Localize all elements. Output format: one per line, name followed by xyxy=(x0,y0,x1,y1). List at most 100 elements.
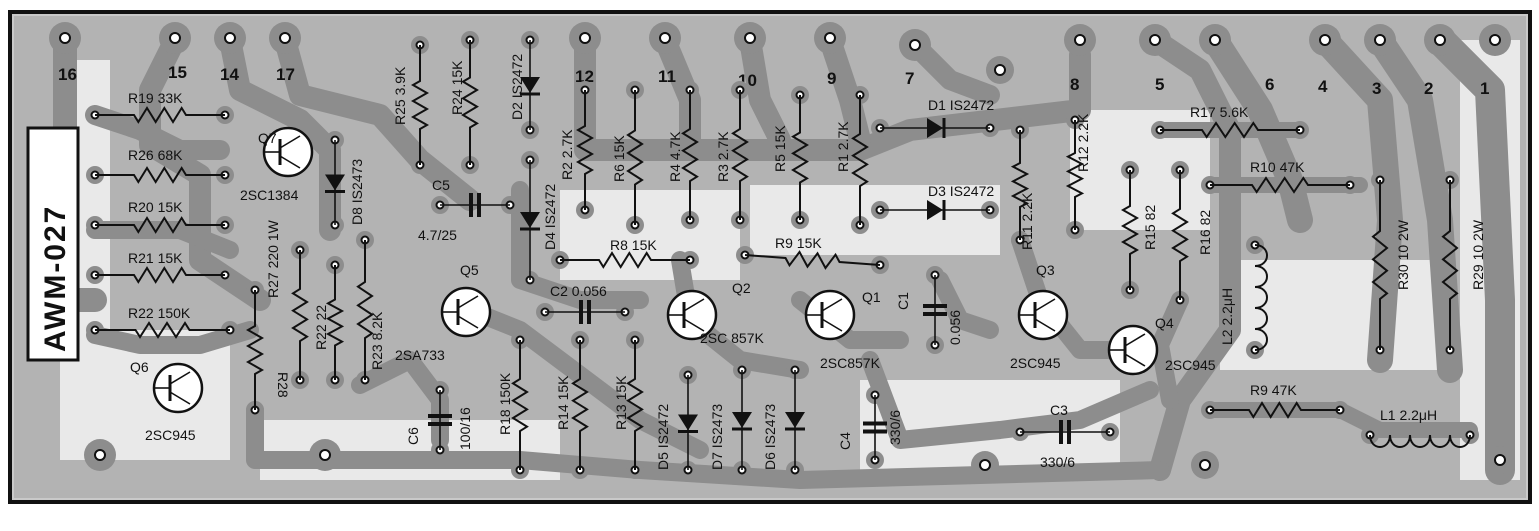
resistor-label-r9: R9 15K xyxy=(775,235,822,251)
resistor-r28: R28 xyxy=(245,290,291,410)
resistor-r2: R2 2.7K xyxy=(559,90,595,210)
resistor-label-r17: R17 5.6K xyxy=(1190,104,1249,120)
diode-label-d5: D5 IS2472 xyxy=(655,404,671,470)
transistor-label-q5: Q5 xyxy=(460,262,479,278)
resistor-r22b: R22 22 xyxy=(313,265,345,380)
transistor-label-q2: Q2 xyxy=(732,280,751,296)
connector-label-14: 14 xyxy=(220,65,239,84)
resistor-r5: R5 15K xyxy=(772,95,809,220)
diode-d1: D1 IS2472 xyxy=(880,97,994,138)
resistor-label-r16: R16 82 xyxy=(1197,210,1213,255)
diode-d7: D7 IS2473 xyxy=(709,370,752,470)
capacitor-label-c1: C1 xyxy=(895,292,911,310)
resistor-r8: R8 15K xyxy=(560,237,690,269)
resistor-label-r30: R30 10 2W xyxy=(1395,219,1411,290)
inductor-l1: L1 2.2μH xyxy=(1369,407,1471,448)
capacitor-value-c6: 100/16 xyxy=(457,407,473,450)
transistor-q2: Q2 2SC 857K xyxy=(666,280,764,346)
resistor-label-r6: R6 15K xyxy=(611,135,627,182)
capacitor-c5: C54.7/25 xyxy=(418,177,510,243)
resistor-r21: R21 15K xyxy=(95,250,225,284)
resistor-r29: R29 10 2W xyxy=(1441,180,1486,350)
capacitor-label-c2: C2 0.056 xyxy=(550,283,607,299)
resistor-r16: R16 82 xyxy=(1171,170,1213,300)
diode-d4: D4 IS2472 xyxy=(520,160,558,280)
connector-labels: 16 15 14 17 12 11 10 9 7 8 5 6 4 3 2 1 xyxy=(58,63,1489,98)
resistor-label-r21: R21 15K xyxy=(128,250,183,266)
transistor-part-q3: 2SC945 xyxy=(1010,355,1061,371)
resistor-label-r24: R24 15K xyxy=(449,60,465,115)
diode-label-d2: D2 IS2472 xyxy=(509,54,525,120)
resistor-label-r28: R28 xyxy=(275,372,291,398)
capacitor-c1: C1 0.056 xyxy=(895,275,963,345)
connector-label-1: 1 xyxy=(1480,79,1489,98)
resistor-label-r23: R23 8.2K xyxy=(369,311,385,370)
connector-label-8: 8 xyxy=(1070,75,1079,94)
diode-label-d6: D6 IS2473 xyxy=(762,404,778,470)
diode-d5: D5 IS2472 xyxy=(655,375,698,470)
capacitor-value-c1: 0.056 xyxy=(947,310,963,345)
inductor-l2: L2 2.2μH xyxy=(1219,244,1268,351)
diode-d8: D8 IS2473 xyxy=(325,140,365,225)
resistor-r6: R6 15K xyxy=(611,90,644,225)
resistor-label-r8: R8 15K xyxy=(610,237,657,253)
resistor-label-r4: R4 4.7K xyxy=(667,131,683,182)
resistor-label-r22: R22 150K xyxy=(128,305,191,321)
connector-pads xyxy=(49,22,1514,479)
resistor-r30: R30 10 2W xyxy=(1371,180,1411,350)
resistor-label-r19: R19 33K xyxy=(128,90,183,106)
resistor-r22: R22 150K xyxy=(95,305,230,339)
resistor-r23: R23 8.2K xyxy=(356,240,385,380)
resistor-r18: R18 150K xyxy=(497,340,529,470)
transistor-label-q1: Q1 xyxy=(862,289,881,305)
resistor-r4: R4 4.7K xyxy=(667,90,699,220)
transistor-label-q6: Q6 xyxy=(130,359,149,375)
resistor-r17: R17 5.6K xyxy=(1160,104,1300,139)
capacitor-value-c4: 330/6 xyxy=(887,410,903,445)
diode-d3: D3 IS2472 xyxy=(880,183,994,220)
resistor-r19: R19 33K xyxy=(95,90,225,124)
transistor-part-q7: 2SC1384 xyxy=(240,187,299,203)
capacitor-label-c3: C3 xyxy=(1050,402,1068,418)
transistor-part-q6: 2SC945 xyxy=(145,427,196,443)
diode-label-d4: D4 IS2472 xyxy=(542,184,558,250)
transistor-label-q4: Q4 xyxy=(1155,315,1174,331)
capacitor-c4: C4 330/6 xyxy=(837,395,903,460)
resistor-r1: R1 2.7K xyxy=(835,95,869,225)
resistor-r20: R20 15K xyxy=(95,199,225,234)
transistor-part-q2: 2SC 857K xyxy=(700,330,764,346)
resistor-r9b: R9 47K xyxy=(1210,382,1340,419)
resistor-label-r20: R20 15K xyxy=(128,199,183,215)
resistor-label-r1: R1 2.7K xyxy=(835,121,851,172)
transistor-label-q7: Q7 xyxy=(258,130,277,146)
capacitor-label-c6: C6 xyxy=(405,427,421,445)
connector-label-4: 4 xyxy=(1318,77,1328,96)
transistor-q7: Q7 2SC1384 xyxy=(240,126,314,203)
transistor-q6: Q6 2SC945 xyxy=(130,359,204,443)
resistor-label-r15: R15 82 xyxy=(1142,205,1158,250)
diodes: D8 IS2473 D2 IS2472 D4 IS2472 D1 IS2472 D3 I… xyxy=(325,40,994,470)
resistor-r26: R26 68K xyxy=(95,147,225,184)
resistor-r9: R9 15K xyxy=(744,235,881,270)
resistor-label-r2: R2 2.7K xyxy=(559,129,575,180)
resistor-label-r10: R10 47K xyxy=(1250,159,1305,175)
connector-label-5: 5 xyxy=(1155,75,1164,94)
resistor-label-r22b: R22 22 xyxy=(313,305,329,350)
resistor-label-r18: R18 150K xyxy=(497,372,513,435)
resistors: R19 33K R26 68K R20 15K R21 15K R22 150K R28 R… xyxy=(95,40,1486,470)
capacitor-value-c3: 330/6 xyxy=(1040,454,1075,470)
connector-label-12: 12 xyxy=(575,67,594,86)
inductor-label-l2: L2 2.2μH xyxy=(1219,288,1235,345)
board-title: AWM-027 xyxy=(39,205,72,352)
diode-d2: D2 IS2472 xyxy=(509,40,540,130)
capacitor-label-c4: C4 xyxy=(837,432,853,450)
resistor-label-r5: R5 15K xyxy=(772,125,788,172)
diode-d6: D6 IS2473 xyxy=(762,370,805,470)
transistor-part-q5: 2SA733 xyxy=(395,347,445,363)
